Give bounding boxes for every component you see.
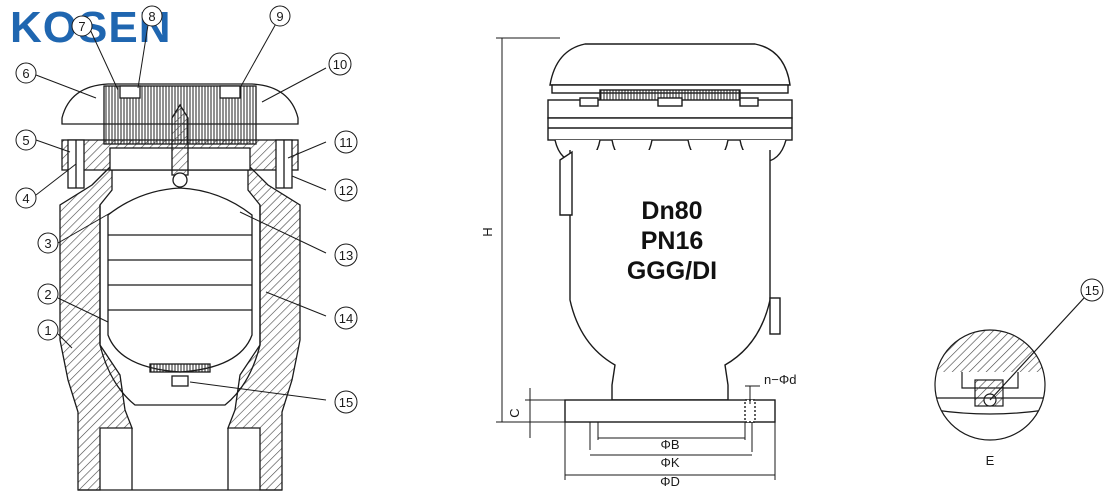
callout-10: 10 [328, 52, 352, 76]
dim-bolt-label: n−Φd [764, 372, 796, 387]
detail-view [934, 297, 1085, 441]
svg-text:10: 10 [333, 57, 347, 72]
dim-d-label: ΦD [660, 474, 680, 489]
external-view [547, 43, 793, 423]
svg-text:11: 11 [339, 135, 353, 150]
dim-b-label: ΦB [660, 437, 679, 452]
svg-text:2: 2 [44, 287, 51, 302]
callout-1: 1 [37, 319, 59, 341]
dim-k-label: ΦK [660, 455, 679, 470]
svg-text:7: 7 [78, 19, 85, 34]
dim-c-label: C [507, 408, 522, 417]
dim-h-label: H [480, 227, 495, 236]
callouts: 1 2 3 4 5 6 7 8 9 10 11 12 13 14 15 [15, 5, 358, 414]
svg-text:4: 4 [22, 191, 29, 206]
svg-text:15: 15 [339, 395, 353, 410]
marking-size: Dn80 [641, 197, 702, 225]
callout-9: 9 [269, 5, 291, 27]
callout-5: 5 [15, 129, 37, 151]
dimension-labels: H C n−Φd ΦB ΦK ΦD [480, 227, 796, 489]
svg-text:9: 9 [276, 9, 283, 24]
callout-4: 4 [15, 187, 37, 209]
svg-text:6: 6 [22, 66, 29, 81]
dimensions [496, 37, 776, 480]
marking-material: GGG/DI [627, 257, 717, 285]
svg-text:14: 14 [339, 311, 353, 326]
callout-6: 6 [15, 62, 37, 84]
leader-lines [35, 19, 327, 401]
callout-2: 2 [37, 283, 59, 305]
callout-15: 15 [334, 390, 358, 414]
callout-12: 12 [334, 178, 358, 202]
detail-callout: 15 E [986, 278, 1104, 468]
callout-8: 8 [141, 5, 163, 27]
callout-14: 14 [334, 306, 358, 330]
detail-callout-15: 15 [1085, 283, 1099, 298]
callout-11: 11 [334, 130, 358, 154]
svg-text:13: 13 [339, 248, 353, 263]
marking-pressure: PN16 [641, 227, 704, 255]
svg-text:12: 12 [339, 183, 353, 198]
detail-label: E [986, 453, 995, 468]
svg-text:3: 3 [44, 236, 51, 251]
body-marking: Dn80 PN16 GGG/DI [627, 197, 717, 285]
callout-3: 3 [37, 232, 59, 254]
section-view [59, 83, 301, 491]
callout-13: 13 [334, 243, 358, 267]
callout-7: 7 [71, 15, 93, 37]
svg-text:5: 5 [22, 133, 29, 148]
svg-text:1: 1 [44, 323, 51, 338]
svg-text:8: 8 [148, 9, 155, 24]
